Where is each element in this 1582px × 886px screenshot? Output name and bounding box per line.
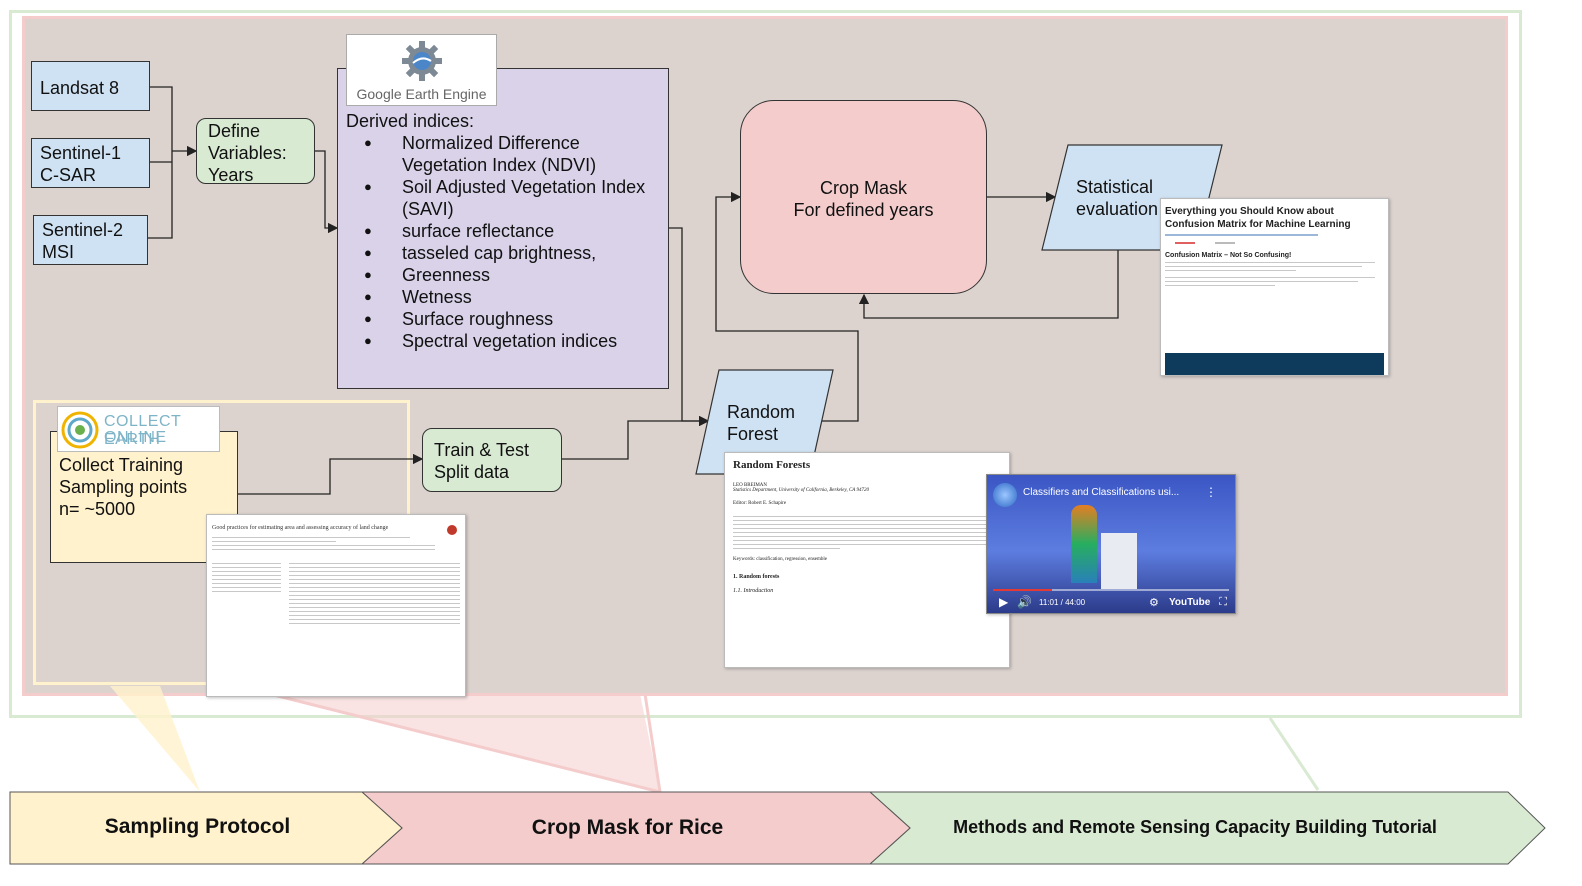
index-item: Soil Adjusted Vegetation Index (SAVI) — [346, 176, 660, 220]
define-line1: Define — [208, 121, 261, 141]
video-time: 11:01 / 44:00 — [1039, 598, 1086, 607]
crop-mask-rice-label: Crop Mask for Rice — [531, 816, 724, 839]
settings-icon[interactable]: ⚙ — [1149, 597, 1159, 609]
play-icon[interactable]: ▶ — [999, 595, 1009, 609]
collect-earth-icon — [61, 411, 99, 449]
index-item: Spectral vegetation indices — [346, 330, 660, 352]
crop-mask-line1: Crop Mask — [819, 178, 908, 198]
index-item: tasseled cap brightness, — [346, 242, 660, 264]
video-title: Classifiers and Classifications usi... — [1023, 487, 1180, 498]
presenter-figure — [1071, 505, 1097, 583]
sentinel1-line1: Sentinel-1 — [40, 143, 122, 163]
collect-line1: Collect Training — [59, 455, 184, 475]
derived-indices-header: Derived indices: — [346, 111, 475, 131]
video-menu-icon[interactable]: ⋮ — [1205, 485, 1217, 499]
confusion-title: Everything you Should Know about Confusi… — [1165, 206, 1351, 230]
index-item: Wetness — [346, 286, 660, 308]
collect-logo-line1: COLLECT EARTH — [104, 413, 182, 448]
random-forest-label: Random Forest — [727, 401, 795, 445]
sentinel1-box: Sentinel-1 C-SAR — [31, 138, 150, 188]
sentinel2-line2: MSI — [42, 242, 75, 262]
random-forest-line2: Forest — [727, 424, 779, 444]
video-progress-fill — [993, 589, 1052, 591]
train-test-line1: Train & Test — [434, 440, 530, 460]
rf-paper-editor: Editor: Robert E. Schapire — [733, 501, 787, 506]
rf-paper-author: LEO BREIMAN — [733, 483, 768, 488]
volume-icon[interactable]: 🔊 — [1017, 595, 1032, 609]
index-item: surface reflectance — [346, 220, 660, 242]
fullscreen-icon[interactable]: ⛶ — [1219, 596, 1227, 608]
landsat-box: Landsat 8 — [31, 61, 150, 111]
rf-paper-title: Random Forests — [733, 459, 811, 471]
youtube-video-thumbnail[interactable]: Classifiers and Classifications usi... ⋮… — [986, 474, 1236, 614]
elsevier-logo-icon — [447, 525, 457, 535]
statistical-line2: evaluation — [1076, 199, 1159, 219]
define-line3: Years — [208, 165, 254, 185]
collect-line2: Sampling points — [59, 477, 188, 497]
video-avatar-icon — [993, 483, 1017, 507]
collect-earth-logo: COLLECT EARTH ONLINE — [57, 406, 220, 452]
index-item: Greenness — [346, 264, 660, 286]
random-forest-line1: Random — [727, 402, 796, 422]
sentinel2-line1: Sentinel-2 — [42, 220, 124, 240]
statistical-line1: Statistical — [1076, 177, 1154, 197]
gear-icon — [401, 41, 442, 81]
methods-tutorial-label: Methods and Remote Sensing Capacity Buil… — [953, 817, 1437, 837]
train-test-line2: Split data — [434, 462, 510, 482]
index-item: Surface roughness — [346, 308, 660, 330]
rf-paper-affiliation: Statistics Department, University of Cal… — [733, 488, 870, 493]
gee-logo-text: Google Earth Engine — [356, 86, 487, 102]
rf-paper-keywords: Keywords: classification, regression, en… — [733, 557, 828, 562]
confusion-footer-bar — [1165, 353, 1384, 375]
gee-logo: Google Earth Engine — [346, 34, 497, 106]
landsat-label: Landsat 8 — [40, 78, 120, 98]
confusion-matrix-thumbnail[interactable]: Everything you Should Know about Confusi… — [1160, 198, 1389, 376]
crop-mask-box: Crop Mask For defined years — [740, 100, 987, 294]
youtube-brand[interactable]: YouTube — [1169, 597, 1211, 608]
random-forests-paper-thumbnail[interactable]: Random Forests LEO BREIMAN Statistics De… — [724, 452, 1010, 668]
sampling-protocol-label: Sampling Protocol — [104, 815, 291, 838]
train-test-box: Train & Test Split data — [422, 428, 562, 492]
statistical-evaluation-label: Statistical evaluation — [1076, 176, 1158, 220]
podium — [1101, 533, 1137, 589]
define-variables-box: Define Variables: Years — [196, 118, 315, 185]
indices-list: Normalized Difference Vegetation Index (… — [346, 132, 660, 352]
confusion-subtitle: Confusion Matrix – Not So Confusing! — [1165, 252, 1292, 259]
collect-line3: n= ~5000 — [59, 499, 136, 519]
index-item: Normalized Difference Vegetation Index (… — [346, 132, 660, 176]
derived-indices-box: Derived indices: Normalized Difference V… — [337, 68, 669, 389]
rf-paper-subsection: 1.1. Introduction — [733, 588, 774, 594]
define-line2: Variables: — [208, 143, 287, 163]
land-paper-title: Good practices for estimating area and a… — [212, 525, 389, 531]
rf-paper-section: 1. Random forests — [733, 574, 780, 580]
crop-mask-line2: For defined years — [793, 200, 934, 220]
sentinel2-box: Sentinel-2 MSI — [33, 215, 148, 265]
sentinel1-line2: C-SAR — [40, 165, 97, 185]
video-progress-bar[interactable] — [993, 589, 1229, 591]
green-region-outline — [9, 10, 1522, 718]
collect-logo-line2: ONLINE — [104, 429, 167, 446]
land-change-paper-thumbnail[interactable]: Good practices for estimating area and a… — [206, 514, 466, 697]
